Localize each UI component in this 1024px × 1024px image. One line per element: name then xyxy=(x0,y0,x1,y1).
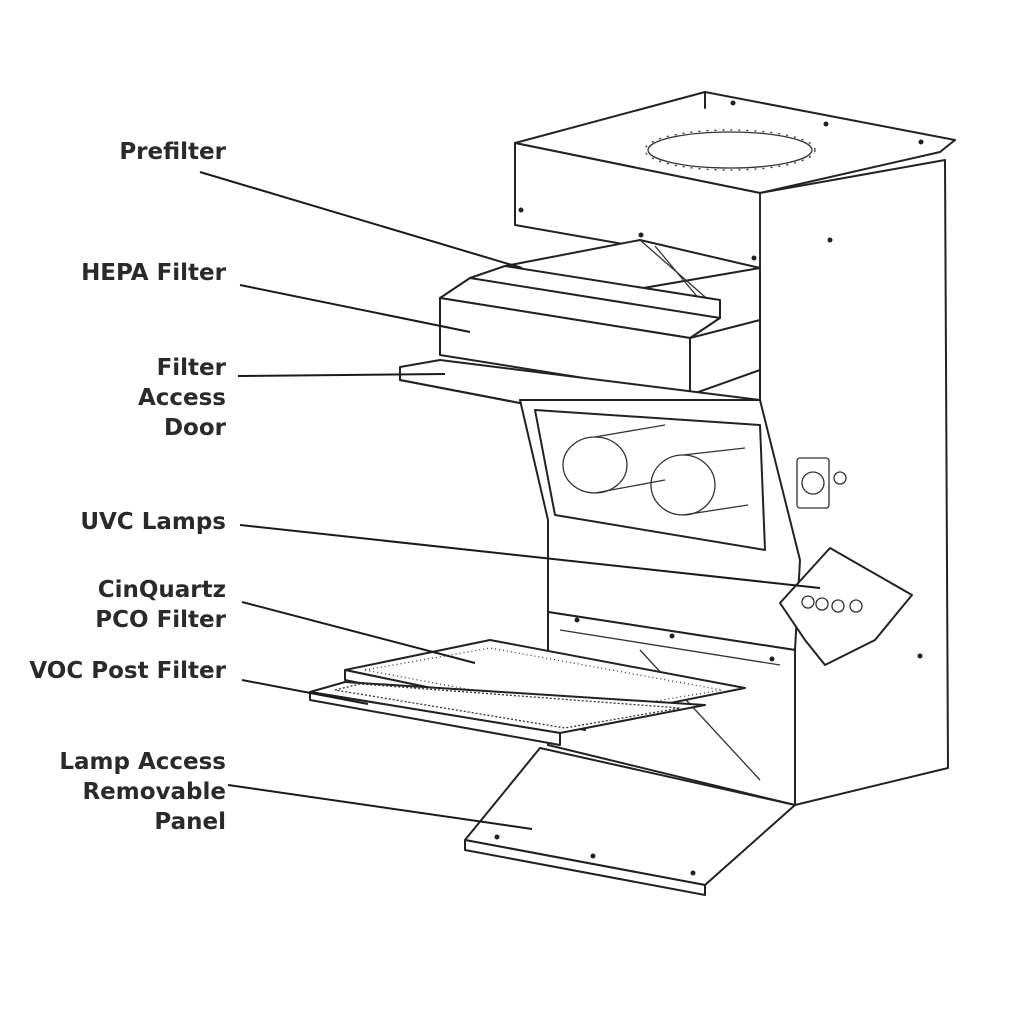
leader-filter-access-door xyxy=(237,373,446,377)
lamp-chamber xyxy=(519,399,847,651)
leader-lamp-access-panel xyxy=(227,784,533,830)
leader-uvc-lamps xyxy=(239,524,821,589)
duct-opening xyxy=(647,131,813,169)
leader-prefilter xyxy=(199,171,523,269)
label-filter-access-door: Filter Access Door xyxy=(137,355,226,441)
lamp-access-panel-shape xyxy=(464,747,796,896)
label-lamp-access-removable-panel: Lamp Access Removable Panel xyxy=(59,749,226,835)
leader-voc xyxy=(241,679,369,705)
label-voc-post-filter: VOC Post Filter xyxy=(29,658,226,684)
label-cinquartz-pco-filter: CinQuartz PCO Filter xyxy=(95,577,226,633)
leader-cinquartz xyxy=(241,601,476,664)
label-hepa-filter: HEPA Filter xyxy=(81,260,226,286)
hepa-filter-shape xyxy=(439,265,761,396)
voc-filter-shape xyxy=(309,681,706,746)
label-uvc-lamps: UVC Lamps xyxy=(80,509,226,535)
label-prefilter: Prefilter xyxy=(119,139,226,165)
lamp-connector xyxy=(779,547,913,666)
control-knob xyxy=(801,471,825,495)
leader-hepa xyxy=(239,284,471,333)
